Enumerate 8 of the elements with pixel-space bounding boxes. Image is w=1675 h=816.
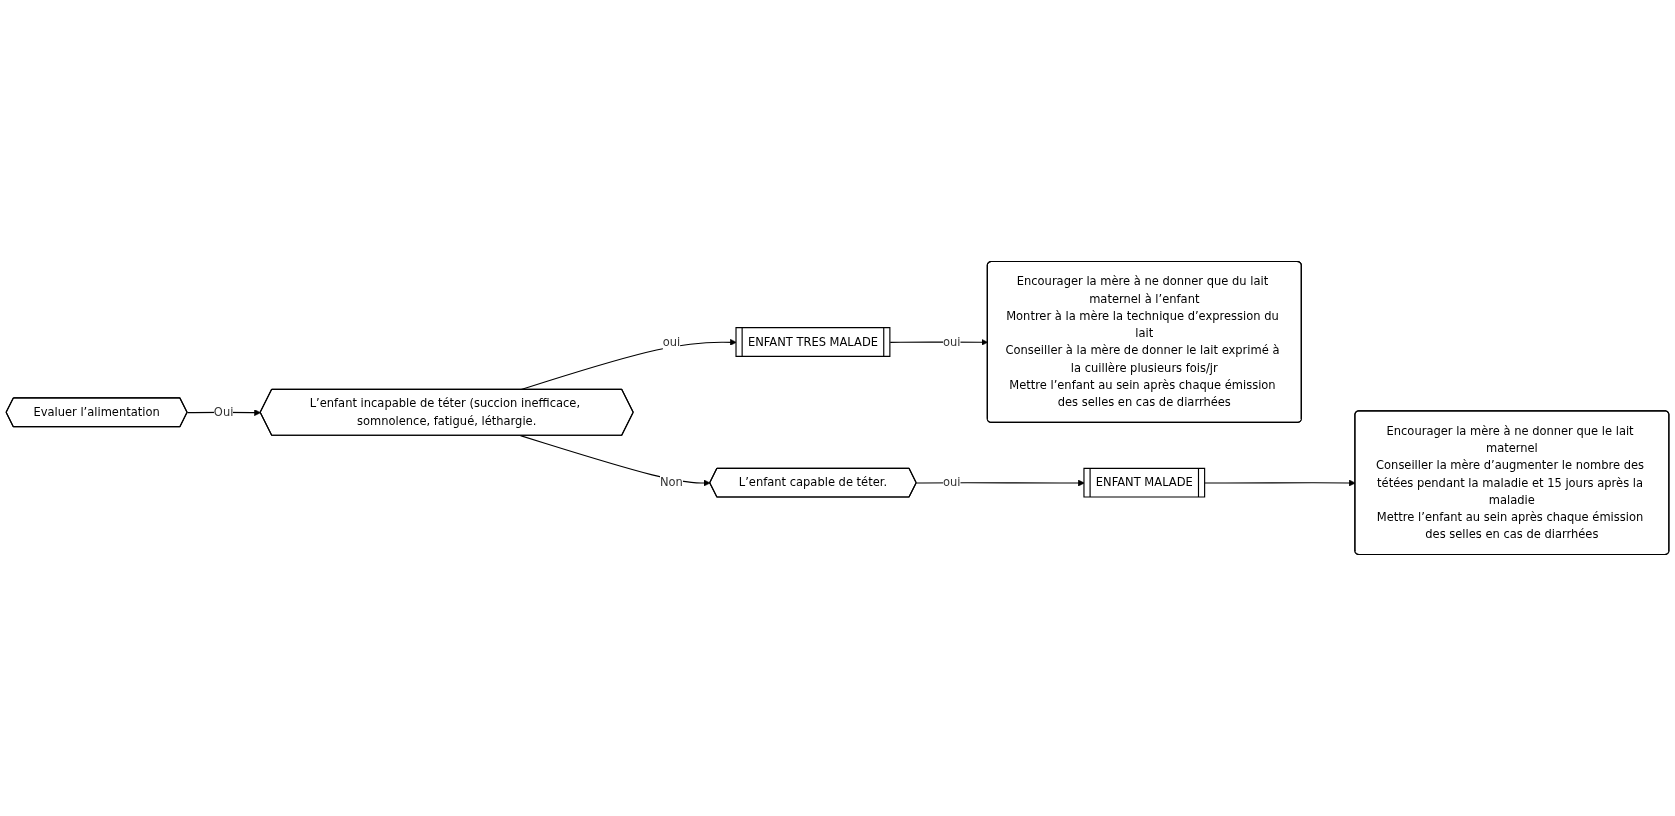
edge-label: Non <box>659 475 683 490</box>
edge-label: oui <box>942 475 961 490</box>
edge-label: oui <box>662 334 681 349</box>
arrow <box>889 338 988 346</box>
edge-label: oui <box>942 334 961 349</box>
arrow <box>186 409 261 416</box>
arrow <box>916 479 1085 487</box>
edge-label: Oui <box>213 405 234 420</box>
